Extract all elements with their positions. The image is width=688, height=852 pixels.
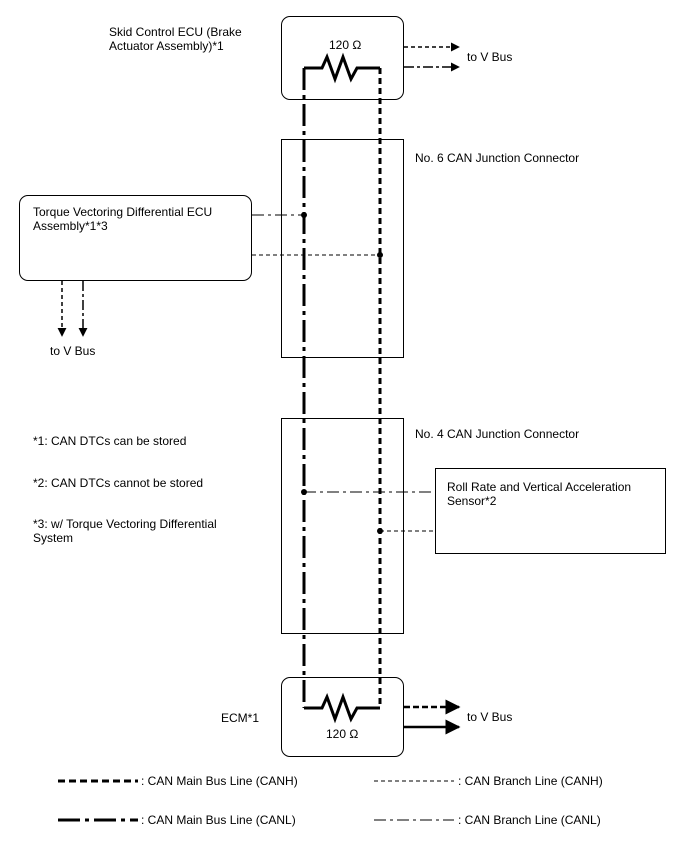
legend-branch-canl: : CAN Branch Line (CANL) [458,813,601,827]
ecm-resistor [304,692,380,724]
ecm-label: ECM*1 [221,711,260,725]
torque-vectoring-ecu-label: Torque Vectoring Differential ECU Assemb… [33,205,213,233]
note-1: *1: CAN DTCs can be stored [33,434,187,448]
ecm-vbus-label: to V Bus [467,710,513,724]
skid-resistor-value: 120 Ω [329,38,362,52]
legend-main-canh: : CAN Main Bus Line (CANH) [141,774,298,788]
junction-dot-canh-no6 [377,252,383,258]
legend-main-canl: : CAN Main Bus Line (CANL) [141,813,296,827]
note-2: *2: CAN DTCs cannot be stored [33,476,204,490]
junction-dot-canh-no4 [377,528,383,534]
skid-control-resistor [304,52,380,84]
junction-dot-canl-no4 [301,489,307,495]
junction-dot-canl-no6 [301,212,307,218]
roll-rate-sensor-box [435,468,666,554]
ecm-box [281,677,404,757]
note-3: *3: w/ Torque Vectoring Differential Sys… [33,517,217,545]
torque-vectoring-vbus-label: to V Bus [50,344,96,358]
no4-connector-label: No. 4 CAN Junction Connector [415,427,580,441]
no4-junction-connector-box [281,418,404,634]
skid-vbus-label: to V Bus [467,50,513,64]
ecm-resistor-value: 120 Ω [326,727,359,741]
roll-rate-sensor-label: Roll Rate and Vertical Acceleration Sens… [447,480,632,508]
no6-connector-label: No. 6 CAN Junction Connector [415,151,580,165]
skid-control-ecu-label: Skid Control ECU (Brake Actuator Assembl… [109,25,242,53]
skid-control-ecu-box [281,16,404,100]
torque-vectoring-ecu-box [19,195,252,281]
legend-branch-canh: : CAN Branch Line (CANH) [458,774,603,788]
no6-junction-connector-box [281,139,404,358]
